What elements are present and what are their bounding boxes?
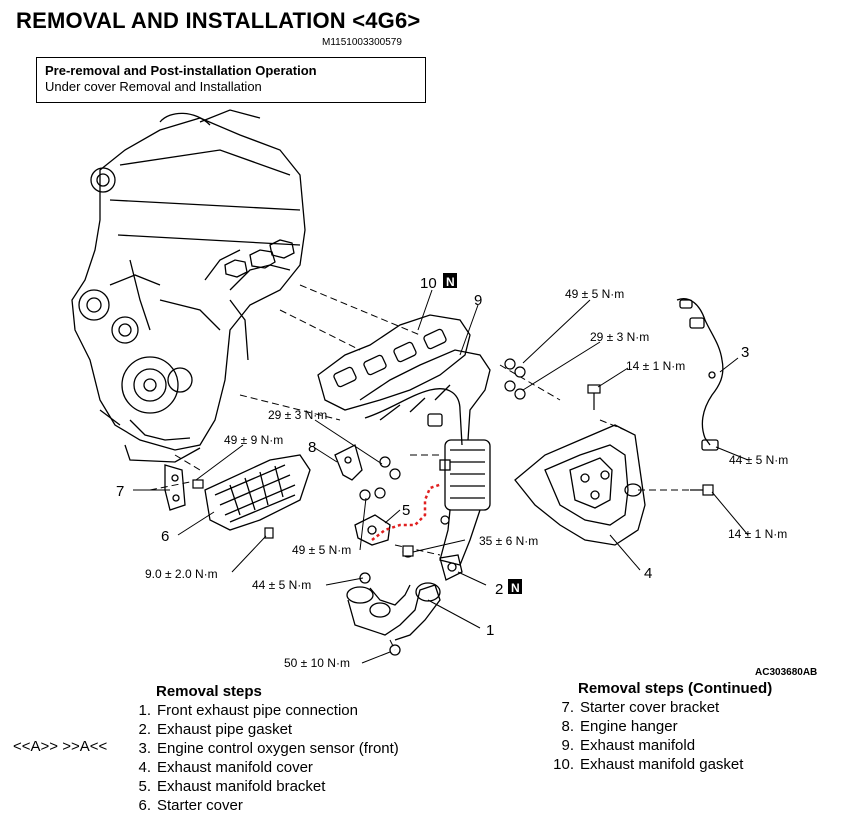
torque-14-1-right: 14 ± 1 N·m: [728, 527, 787, 541]
new-part-badge-2-text: N: [511, 581, 520, 595]
step-number: 7.: [561, 699, 574, 716]
torque-9-2: 9.0 ± 2.0 N·m: [145, 567, 218, 581]
removal-steps-right: Removal steps (Continued) 7. Starter cove…: [550, 679, 772, 774]
list-item: 10. Exhaust manifold gasket: [550, 755, 772, 774]
list-item: 5. Exhaust manifold bracket: [127, 777, 399, 796]
step-text: Exhaust manifold gasket: [580, 756, 744, 773]
step-text: Exhaust manifold bracket: [157, 778, 326, 795]
torque-labels: 49 ± 5 N·m 29 ± 3 N·m 14 ± 1 N·m 29 ± 3 …: [145, 287, 788, 670]
step-text: Starter cover bracket: [580, 699, 720, 716]
removal-steps-continued-header: Removal steps (Continued): [578, 680, 773, 697]
step-text: Engine hanger: [580, 718, 678, 735]
exploded-view-diagram: 10 N 9 3 8 7 6 5 4 2 N 1 49 ± 5 N·m 29 ±…: [71, 109, 817, 678]
pre-operation-box: Pre-removal and Post-installation Operat…: [36, 57, 426, 103]
step-text: Front exhaust pipe connection: [157, 702, 358, 719]
step-number: 2.: [138, 721, 151, 738]
new-part-badge-2: [508, 579, 522, 594]
list-item: 4. Exhaust manifold cover: [127, 758, 399, 777]
list-item: 8. Engine hanger: [550, 717, 772, 736]
exhaust-manifold-cover-part: [514, 424, 646, 546]
list-item: 1. Front exhaust pipe connection: [127, 701, 399, 720]
callout-3: 3: [741, 344, 749, 361]
new-part-badge-10: [443, 273, 457, 288]
leader-lines: [133, 289, 749, 664]
torque-50-10: 50 ± 10 N·m: [284, 656, 350, 670]
callout-labels: 10 N 9 3 8 7 6 5 4 2 N 1: [116, 273, 749, 639]
engine-hanger-part: [334, 444, 363, 481]
torque-14-1-top: 14 ± 1 N·m: [626, 359, 685, 373]
front-exhaust-pipe-part: [346, 572, 441, 656]
pre-operation-text: Under cover Removal and Installation: [45, 79, 262, 94]
exhaust-manifold-gasket-part: [317, 314, 471, 411]
step-number: 9.: [561, 737, 574, 754]
step-text: Exhaust manifold cover: [157, 759, 313, 776]
new-part-badge-10-text: N: [446, 275, 455, 289]
list-item: 9. Exhaust manifold: [550, 736, 772, 755]
step-number: 10.: [553, 756, 574, 773]
starter-cover-bracket-part: [164, 464, 186, 511]
service-point-reference: <<A>> >>A<<: [13, 738, 108, 755]
torque-49-5-top: 49 ± 5 N·m: [565, 287, 624, 301]
list-item: 6. Starter cover: [127, 796, 399, 815]
step-number: 5.: [138, 778, 151, 795]
step-number: 3.: [138, 740, 151, 757]
callout-8: 8: [308, 439, 316, 456]
callout-6: 6: [161, 528, 169, 545]
torque-49-5-mid: 49 ± 5 N·m: [292, 543, 351, 557]
list-item: 7. Starter cover bracket: [550, 698, 772, 717]
engine-block-illustration: [71, 109, 306, 463]
list-item: 2. Exhaust pipe gasket: [127, 720, 399, 739]
step-number: 1.: [138, 702, 151, 719]
step-text: Exhaust manifold: [580, 737, 696, 754]
oxygen-sensor-part: [676, 298, 724, 451]
list-item: 3. Engine control oxygen sensor (front): [127, 739, 399, 758]
step-text: Starter cover: [157, 797, 243, 814]
exhaust-manifold-part: [359, 349, 491, 566]
torque-35-6: 35 ± 6 N·m: [479, 534, 538, 548]
pre-operation-heading: Pre-removal and Post-installation Operat…: [45, 63, 317, 78]
starter-cover-part: [204, 454, 311, 531]
callout-4: 4: [644, 565, 652, 582]
figure-id: AC303680AB: [755, 667, 817, 678]
step-number: 6.: [138, 797, 151, 814]
torque-44-5-right: 44 ± 5 N·m: [729, 453, 788, 467]
callout-2: 2: [495, 581, 503, 598]
exhaust-pipe-gasket-part: [439, 554, 463, 581]
step-text: Engine control oxygen sensor (front): [157, 740, 399, 757]
callout-9: 9: [474, 292, 482, 309]
removal-steps-left: Removal steps 1. Front exhaust pipe conne…: [127, 682, 399, 815]
step-text: Exhaust pipe gasket: [157, 721, 293, 738]
callout-7: 7: [116, 483, 124, 500]
alignment-guide-lines: [149, 284, 690, 651]
step-number: 4.: [138, 759, 151, 776]
removal-steps-header: Removal steps: [156, 683, 262, 700]
torque-29-3-mid: 29 ± 3 N·m: [268, 408, 327, 422]
torque-44-5-low: 44 ± 5 N·m: [252, 578, 311, 592]
oxygen-sensor-harness-dotted: [371, 482, 443, 541]
document-id: M1151003300579: [322, 37, 402, 48]
page-title: REMOVAL AND INSTALLATION <4G6>: [16, 8, 421, 33]
callout-5: 5: [402, 502, 410, 519]
torque-49-9: 49 ± 9 N·m: [224, 433, 283, 447]
cover-bolts: [192, 384, 714, 557]
exhaust-manifold-bracket-part: [354, 514, 391, 546]
callout-10: 10: [420, 275, 437, 292]
step-number: 8.: [561, 718, 574, 735]
callout-1: 1: [486, 622, 494, 639]
torque-29-3-top: 29 ± 3 N·m: [590, 330, 649, 344]
